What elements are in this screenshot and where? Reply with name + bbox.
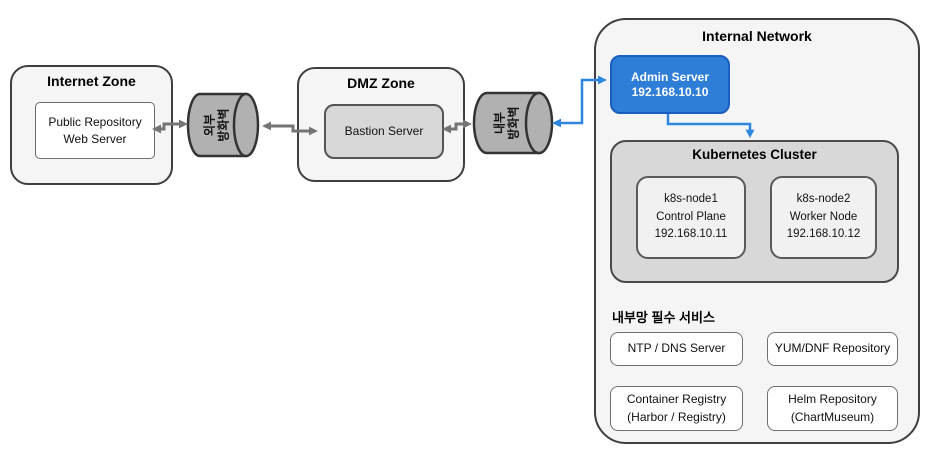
admin-server-ip: 192.168.10.10 — [631, 84, 709, 99]
dmz-zone-title: DMZ Zone — [347, 75, 415, 91]
public-repository-web-server: Public Repository Web Server — [35, 102, 155, 159]
internal-network-title: Internal Network — [702, 28, 812, 44]
external-firewall-label: 외부 방화벽 — [203, 108, 232, 141]
service-container-registry: Container Registry (Harbor / Registry) — [610, 386, 743, 431]
service-yum-dnf-repo-label: YUM/DNF Repository — [774, 341, 891, 356]
service-helm-repository-sublabel: (ChartMuseum) — [790, 409, 875, 424]
admin-server-label: Admin Server — [630, 69, 710, 84]
service-yum-dnf-repo: YUM/DNF Repository — [767, 332, 898, 366]
k8s-node2-name: k8s-node2 — [796, 192, 851, 205]
kubernetes-cluster: Kubernetes Cluster k8s-node1 Control Pla… — [610, 140, 899, 283]
service-helm-repository-label: Helm Repository — [788, 392, 877, 407]
admin-server: Admin Server 192.168.10.10 — [610, 55, 730, 114]
external-firewall-label-line2: 방화벽 — [217, 108, 231, 142]
k8s-node1-name: k8s-node1 — [664, 192, 718, 205]
service-ntp-dns-label: NTP / DNS Server — [627, 341, 726, 356]
service-container-registry-label: Container Registry — [626, 392, 727, 407]
internal-firewall-label-line1: 내부 — [492, 111, 507, 135]
service-ntp-dns: NTP / DNS Server — [610, 332, 743, 366]
internet-zone-title: Internet Zone — [47, 73, 136, 89]
internal-services-heading: 내부망 필수 서비스 — [612, 310, 715, 325]
bastion-server: Bastion Server — [324, 104, 444, 159]
internal-firewall-label-line2: 방화벽 — [507, 106, 521, 140]
dmz-zone: DMZ Zone Bastion Server — [297, 67, 465, 182]
k8s-node2: k8s-node2 Worker Node 192.168.10.12 — [770, 176, 877, 259]
k8s-node1: k8s-node1 Control Plane 192.168.10.11 — [636, 176, 746, 259]
web-server-label-line1: Public Repository — [48, 114, 142, 129]
k8s-node1-ip: 192.168.10.11 — [654, 228, 728, 241]
internet-zone: Internet Zone Public Repository Web Serv… — [10, 65, 173, 185]
k8s-node2-ip: 192.168.10.12 — [786, 228, 861, 241]
web-server-label-line2: Web Server — [63, 131, 127, 146]
internal-network-zone: Internal Network Admin Server 192.168.10… — [594, 18, 920, 444]
internal-firewall-label: 내부 방화벽 — [493, 106, 522, 139]
k8s-node1-role: Control Plane — [656, 210, 726, 223]
kubernetes-cluster-title: Kubernetes Cluster — [692, 147, 817, 162]
k8s-node2-role: Worker Node — [789, 210, 858, 223]
bastion-server-label: Bastion Server — [344, 124, 424, 139]
service-container-registry-sublabel: (Harbor / Registry) — [627, 409, 726, 424]
service-helm-repository: Helm Repository (ChartMuseum) — [767, 386, 898, 431]
external-firewall-label-line1: 외부 — [202, 113, 217, 137]
